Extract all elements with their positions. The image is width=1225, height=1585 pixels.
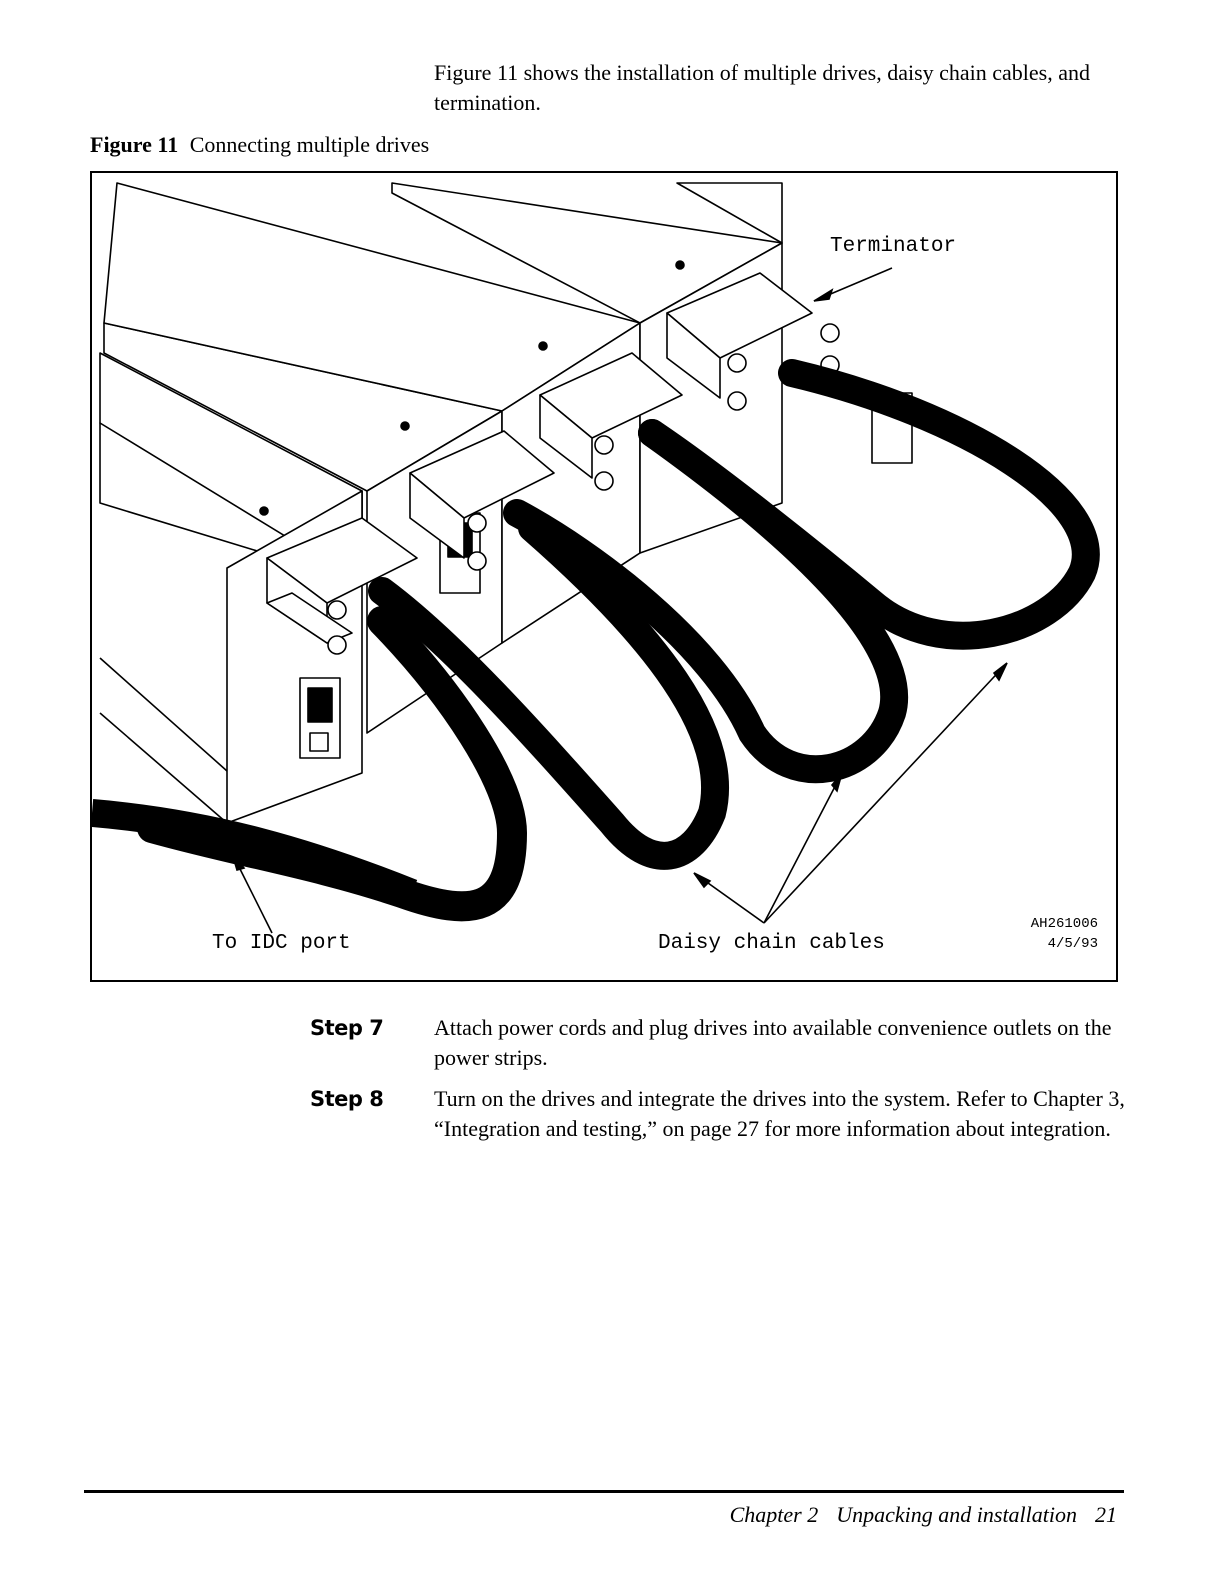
footer-chapter: Chapter 2 (729, 1502, 819, 1527)
drawing-date: 4/5/93 (1047, 936, 1098, 952)
footer-chapter-title: Unpacking and installation (836, 1502, 1077, 1527)
intro-paragraph: Figure 11 shows the installation of mult… (434, 60, 1091, 115)
step-text: Turn on the drives and integrate the dri… (434, 1086, 1125, 1141)
drive-1 (99, 352, 363, 824)
page-footer: Chapter 2 Unpacking and installation 21 (730, 1500, 1117, 1530)
figure-illustration: Terminator To IDC port Daisy chain cable… (90, 171, 1118, 982)
connectors (266, 272, 840, 655)
step-label: Step 7 (310, 1016, 384, 1040)
label-terminator: Terminator (830, 235, 957, 258)
figure-number: Figure 11 (90, 132, 179, 157)
footer-rule (84, 1490, 1124, 1493)
page-number: 21 (1095, 1502, 1117, 1527)
drawing-id: AH261006 (1030, 916, 1098, 932)
idc-cable (92, 799, 418, 906)
figure-title: Connecting multiple drives (189, 132, 430, 157)
label-daisy-chain-cables: Daisy chain cables (658, 932, 885, 955)
figure-caption: Figure 11 Connecting multiple drives (90, 130, 429, 160)
label-idc-port: To IDC port (212, 932, 351, 955)
step-text: Attach power cords and plug drives into … (434, 1015, 1112, 1070)
step-label: Step 8 (310, 1087, 384, 1111)
pointer-lines (231, 267, 1008, 934)
drives-drawing (92, 182, 1100, 934)
